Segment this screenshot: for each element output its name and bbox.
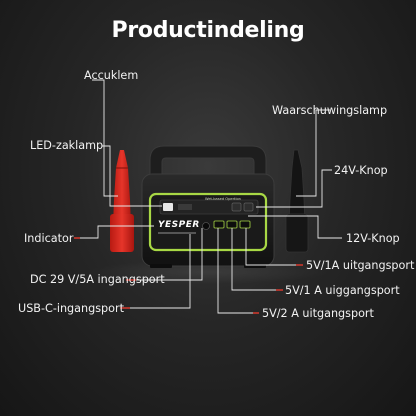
pointer-lines <box>78 79 342 314</box>
label-waarschuwingslamp: Waarschuwingslamp <box>272 104 388 117</box>
usb-port-3 <box>239 220 251 229</box>
display-strip <box>159 199 259 215</box>
usb-port-1 <box>213 220 225 229</box>
brand-logo: YESPER <box>158 220 200 230</box>
label-12v-knop: 12V-Knop <box>346 232 400 245</box>
label-accuklem: Accuklem <box>84 69 139 82</box>
label-5v1a-uitgang-a: 5V/1A uitgangsport <box>306 259 415 272</box>
black-clamp <box>285 149 309 253</box>
panel-text: Wet-based Opertion <box>205 197 241 201</box>
page-title: Productindeling <box>111 18 305 43</box>
pointer-accents <box>74 237 303 314</box>
label-led-zaklamp: LED-zaklamp <box>30 139 104 152</box>
label-indicator: Indicator <box>24 232 74 245</box>
label-dc-ingang: DC 29 V/5A ingangsport <box>30 273 165 286</box>
led-flashlight <box>163 203 173 211</box>
usb-port-2 <box>226 220 238 229</box>
label-5v1a-uitgang-b: 5V/1 A uiggangsport <box>285 284 400 297</box>
dc-port <box>202 222 210 230</box>
label-usbc-ingang: USB-C-ingangsport <box>18 302 124 315</box>
indicator-block <box>178 204 192 210</box>
floor-shadow <box>88 260 328 284</box>
red-clamp <box>110 150 134 252</box>
label-24v-knop: 24V-Knop <box>334 164 388 177</box>
label-5v2a-uitgang: 5V/2 A uitgangsport <box>262 307 374 320</box>
